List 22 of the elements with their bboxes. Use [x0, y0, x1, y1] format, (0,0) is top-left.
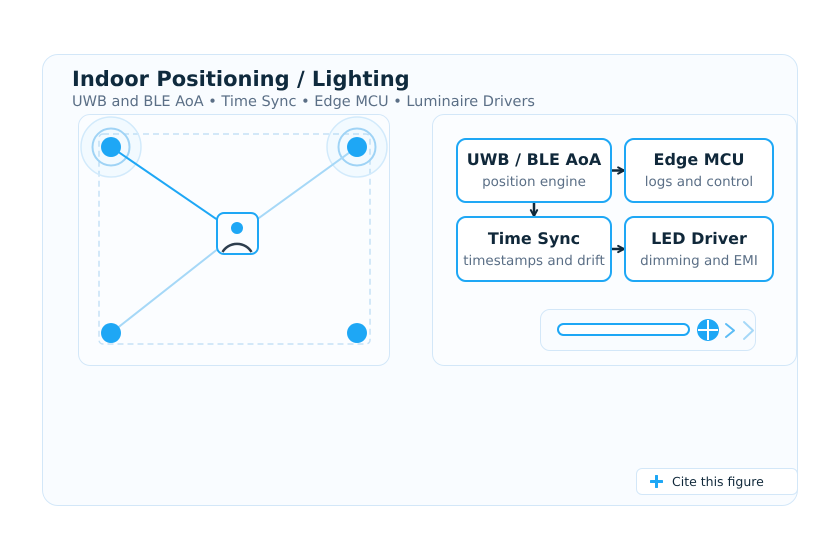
tag-box	[216, 212, 259, 255]
arrow	[530, 202, 538, 218]
connector-line	[118, 249, 217, 328]
process-box	[624, 216, 774, 282]
node-subtitle: position engine	[482, 174, 586, 191]
connector-line	[118, 152, 217, 220]
connector-line	[258, 152, 350, 219]
node-title: Time Sync	[488, 228, 580, 248]
node-title: Edge MCU	[654, 150, 744, 170]
title: Indoor Positioning / Lighting	[72, 67, 410, 91]
node-subtitle: timestamps and drift	[463, 252, 605, 270]
process-box	[456, 216, 612, 282]
node-title: LED Driver	[651, 228, 747, 248]
node-subtitle: logs and control	[644, 174, 754, 191]
arrow	[610, 166, 626, 175]
cite-button: Cite this figure	[636, 468, 798, 495]
process-box	[456, 138, 612, 203]
node-subtitle: dimming and EMI	[640, 252, 758, 270]
arrow	[610, 244, 626, 254]
process-box	[624, 138, 774, 203]
subtitle: UWB and BLE AoA • Time Sync • Edge MCU • Luminaire Drivers	[72, 93, 535, 111]
node-title: UWB / BLE AoA	[466, 150, 602, 170]
